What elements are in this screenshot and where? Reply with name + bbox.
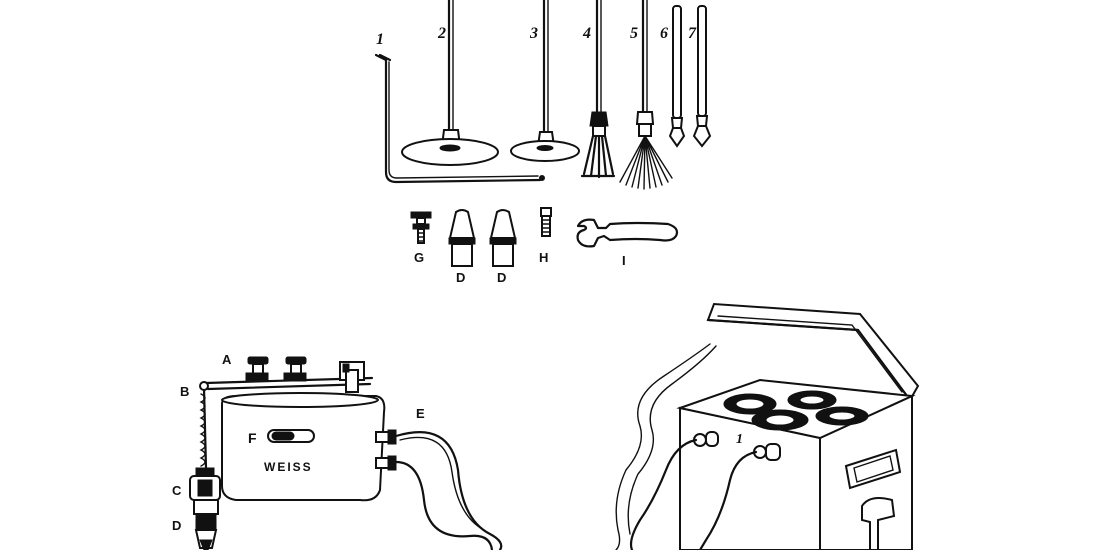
label-h: H <box>539 250 548 265</box>
label-d-device: D <box>172 518 181 533</box>
e-terminals <box>375 429 397 471</box>
label-g: G <box>414 250 424 265</box>
tool-1-bent-rod <box>374 53 545 184</box>
label-7: 7 <box>688 25 697 42</box>
box-handle <box>861 497 896 551</box>
box-label-1: 1 <box>736 432 743 447</box>
d-fitting <box>193 499 219 551</box>
part-d-nozzle-2 <box>489 209 517 267</box>
f-indicator <box>267 429 315 443</box>
c-fitting <box>189 467 221 501</box>
box-side-plate <box>844 448 902 490</box>
label-5: 5 <box>630 25 638 42</box>
tool-2-stand <box>401 0 499 166</box>
label-1: 1 <box>376 31 384 48</box>
part-g-fitting <box>410 211 432 244</box>
knob-left <box>245 356 269 382</box>
label-c: C <box>172 483 182 498</box>
label-d-part-1: D <box>456 270 465 285</box>
label-2: 2 <box>437 25 446 42</box>
tool-6-probe <box>668 5 686 148</box>
weiss-device <box>189 356 503 552</box>
top-right-fitting <box>339 361 365 393</box>
label-4: 4 <box>582 25 591 42</box>
tool-5-fan-brush <box>619 0 673 190</box>
knob-right <box>283 356 307 382</box>
tool-4-brush <box>580 0 616 179</box>
label-f: F <box>248 430 257 446</box>
label-d-part-2: D <box>497 270 506 285</box>
box-terminal-right <box>753 443 781 461</box>
label-6: 6 <box>660 25 668 42</box>
weiss-brand-text: WEISS <box>264 460 313 474</box>
label-3: 3 <box>529 25 538 42</box>
open-box <box>615 302 920 552</box>
part-d-nozzle-1 <box>448 209 476 267</box>
part-h-screw <box>540 207 552 237</box>
label-i: I <box>622 253 626 268</box>
box-coils <box>723 390 869 431</box>
label-e: E <box>416 406 425 421</box>
label-a: A <box>222 352 232 367</box>
tool-3-stand <box>510 0 580 162</box>
label-b: B <box>180 384 189 399</box>
box-terminal-left <box>693 431 719 447</box>
tool-7-probe <box>692 5 712 148</box>
part-i-wrench <box>576 218 679 248</box>
